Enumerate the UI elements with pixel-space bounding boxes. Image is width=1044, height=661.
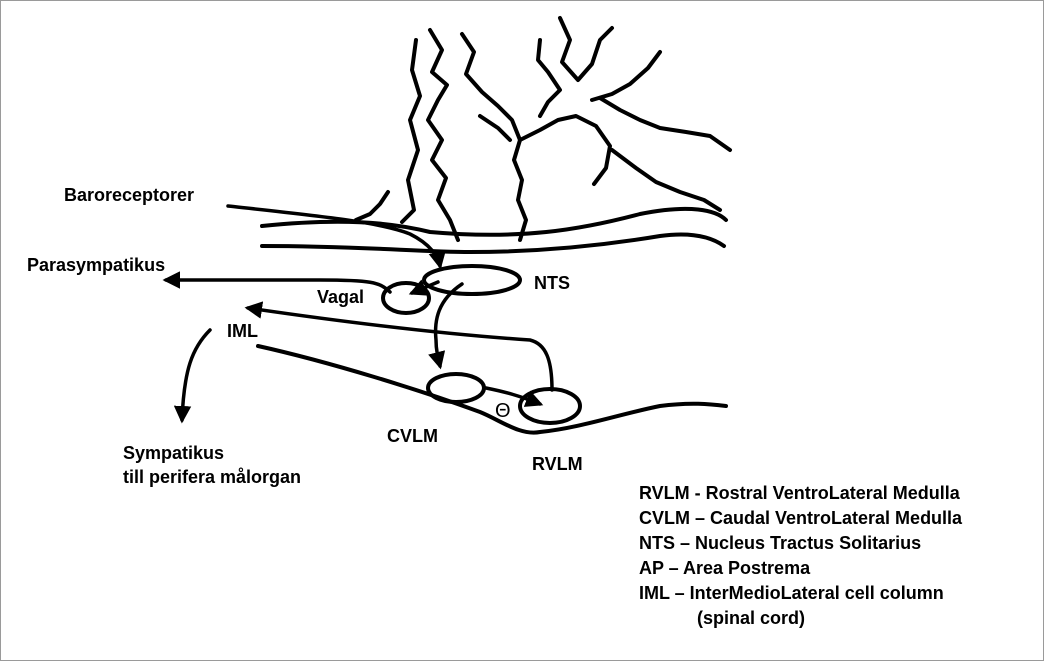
cvlm-label: CVLM <box>387 426 438 446</box>
rvlm-nucleus <box>518 387 582 425</box>
cvlm-to-rvlm-arrow <box>484 386 544 407</box>
nts-to-cvlm-arrow <box>428 282 464 370</box>
legend-item-nts: NTS – Nucleus Tractus Solitarius <box>639 533 922 553</box>
inhibit-symbol: Θ <box>495 400 511 422</box>
rvlm-to-iml-arrow <box>244 301 554 392</box>
legend-item-iml-note: (spinal cord) <box>697 608 806 628</box>
legend-item-rvlm: RVLM - Rostral VentroLateral Medulla <box>639 483 960 503</box>
parasympatikus-arrow <box>162 271 392 294</box>
sympatikus-label-line2: till perifera målorgan <box>123 467 302 487</box>
abbreviation-legend: RVLM - Rostral VentroLateral Medulla CVL… <box>639 481 962 631</box>
baroreceptorer-label: Baroreceptorer <box>64 185 195 205</box>
nts-label: NTS <box>534 273 570 293</box>
cerebellum-outline <box>354 16 732 242</box>
legend-item-iml: IML – InterMedioLateral cell column <box>639 583 944 603</box>
baroreceptor-arrow <box>226 204 446 270</box>
legend-item-ap: AP – Area Postrema <box>639 558 811 578</box>
cvlm-nucleus <box>426 372 486 404</box>
rvlm-label: RVLM <box>532 454 583 474</box>
nts-nucleus <box>422 264 522 296</box>
parasympatikus-label: Parasympatikus <box>27 255 166 275</box>
vagal-nucleus <box>381 281 431 315</box>
legend-item-cvlm: CVLM – Caudal VentroLateral Medulla <box>639 508 963 528</box>
iml-label: IML <box>227 321 258 341</box>
vagal-label: Vagal <box>317 287 365 307</box>
sympatikus-label-line1: Sympatikus <box>123 443 225 463</box>
sympatikus-arrow <box>173 328 212 424</box>
nts-to-vagal-arrow <box>408 279 440 296</box>
